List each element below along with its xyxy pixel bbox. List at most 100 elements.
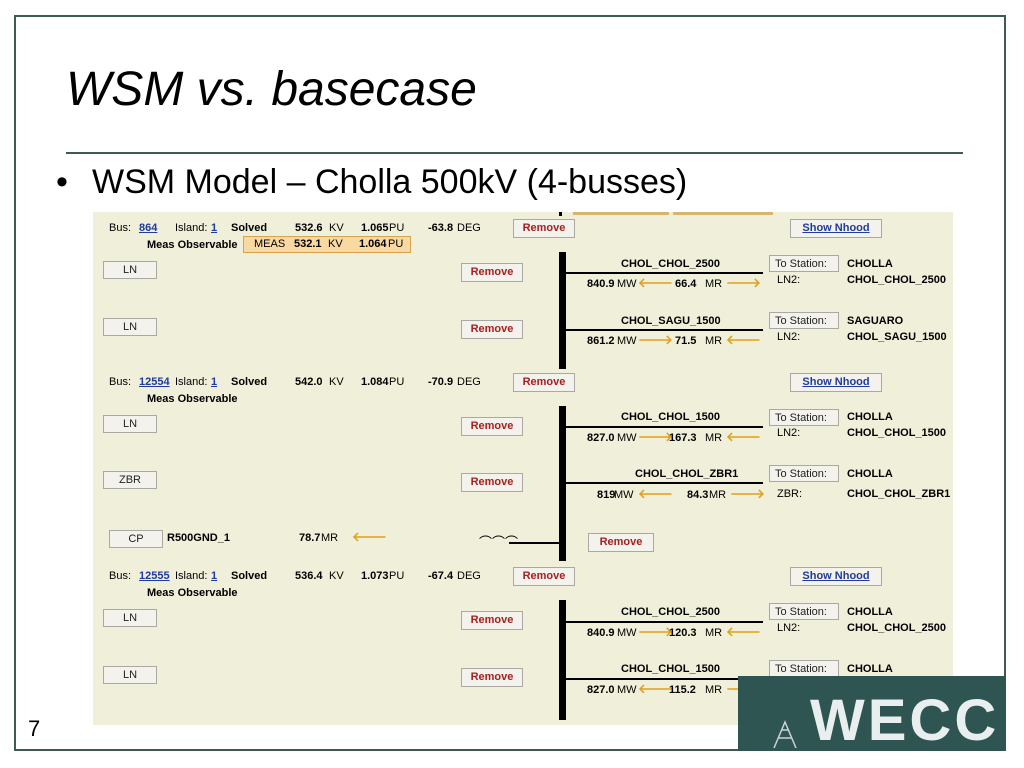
arrow-right-icon: 🡒 — [726, 275, 761, 290]
remove-branch-button[interactable]: Remove — [461, 668, 523, 687]
branch-type-button[interactable]: ZBR — [103, 471, 157, 489]
remove-branch-button[interactable]: Remove — [461, 611, 523, 630]
observability-status: Meas Observable — [147, 239, 238, 251]
show-nhood-button[interactable]: Show Nhood — [790, 373, 882, 392]
branch-name: CHOL_CHOL_1500 — [621, 411, 721, 423]
island-label: Island: — [175, 376, 208, 388]
meas-kv-value: 532.1 — [294, 238, 322, 250]
to-station-button[interactable]: To Station: — [769, 255, 839, 272]
mr-unit: MR — [709, 489, 727, 501]
branch-kind-label: LN2: — [777, 274, 801, 286]
reactor-coil-icon: ⌒⌒⌒ — [479, 535, 519, 550]
bus-angle-value: -67.4 — [428, 570, 454, 582]
solve-status: Solved — [231, 570, 268, 582]
bus-number-link[interactable]: 12554 — [139, 376, 170, 388]
island-number-link[interactable]: 1 — [211, 376, 218, 388]
mr-value: 84.3 — [687, 489, 709, 501]
branch-kind-label: LN2: — [777, 331, 801, 343]
arrow-left-icon: 🡐 — [726, 624, 761, 639]
remove-bus-button[interactable]: Remove — [513, 567, 575, 586]
station-name: CHOLLA — [847, 468, 893, 480]
branch-name: CHOL_CHOL_2500 — [621, 606, 721, 618]
meas-pu-value: 1.064 — [359, 238, 387, 250]
to-station-button[interactable]: To Station: — [769, 660, 839, 677]
cp-type-button[interactable]: CP — [109, 530, 163, 548]
bus-number-link[interactable]: 864 — [139, 222, 158, 234]
mw-value: 819 — [597, 489, 616, 501]
branch-id: CHOL_SAGU_1500 — [847, 331, 947, 343]
branch-type-button[interactable]: LN — [103, 318, 157, 336]
mw-value: 827.0 — [587, 432, 615, 444]
remove-branch-button[interactable]: Remove — [461, 320, 523, 339]
cp-name: R500GND_1 — [167, 532, 230, 544]
mw-value: 827.0 — [587, 684, 615, 696]
island-number-link[interactable]: 1 — [211, 570, 218, 582]
branch-type-button[interactable]: LN — [103, 261, 157, 279]
arrow-right-icon: 🡒 — [638, 429, 673, 444]
page-number: 7 — [28, 716, 41, 741]
mr-unit: MR — [705, 432, 723, 444]
mw-value: 840.9 — [587, 278, 615, 290]
station-name: CHOLLA — [847, 663, 893, 675]
kv-unit: KV — [328, 238, 343, 250]
branch-id: CHOL_CHOL_1500 — [847, 427, 947, 439]
mw-unit: MW — [617, 432, 637, 444]
reactor-line — [509, 542, 561, 544]
station-name: SAGUARO — [847, 315, 904, 327]
branch-line — [563, 621, 763, 623]
show-nhood-button[interactable]: Show Nhood — [790, 567, 882, 586]
remove-branch-button[interactable]: Remove — [461, 417, 523, 436]
to-station-button[interactable]: To Station: — [769, 465, 839, 482]
mw-value: 861.2 — [587, 335, 615, 347]
remove-branch-button[interactable]: Remove — [461, 263, 523, 282]
branch-type-button[interactable]: LN — [103, 666, 157, 684]
bus-pu-value: 1.084 — [361, 376, 389, 388]
bus-kv-value: 536.4 — [295, 570, 323, 582]
bus-kv-value: 542.0 — [295, 376, 323, 388]
bus-number-link[interactable]: 12555 — [139, 570, 170, 582]
toolbar-stub — [673, 212, 773, 215]
mw-unit: MW — [617, 627, 637, 639]
mw-value: 840.9 — [587, 627, 615, 639]
bus-label: Bus: — [109, 570, 132, 582]
mr-value: 115.2 — [669, 684, 696, 696]
remove-branch-button[interactable]: Remove — [461, 473, 523, 492]
mr-unit: MR — [705, 684, 723, 696]
branch-id: CHOL_CHOL_2500 — [847, 622, 947, 634]
mr-unit: MR — [705, 335, 723, 347]
deg-unit: DEG — [457, 222, 481, 234]
remove-bus-button[interactable]: Remove — [513, 373, 575, 392]
remove-cp-button[interactable]: Remove — [588, 533, 654, 552]
mr-value: 66.4 — [675, 278, 697, 290]
mr-unit: MR — [705, 278, 723, 290]
kv-unit: KV — [329, 376, 344, 388]
remove-bus-button[interactable]: Remove — [513, 219, 575, 238]
pu-unit: PU — [389, 570, 405, 582]
bus-angle-value: -63.8 — [428, 222, 454, 234]
branch-id: CHOL_CHOL_2500 — [847, 274, 947, 286]
observability-status: Meas Observable — [147, 393, 238, 405]
island-number-link[interactable]: 1 — [211, 222, 218, 234]
branch-name: CHOL_CHOL_2500 — [621, 258, 721, 270]
to-station-button[interactable]: To Station: — [769, 603, 839, 620]
arrow-left-icon: 🡐 — [726, 332, 761, 347]
observability-status: Meas Observable — [147, 587, 238, 599]
arrow-left-icon: 🡐 — [638, 275, 673, 290]
toolbar-stub — [573, 212, 669, 215]
branch-type-button[interactable]: LN — [103, 415, 157, 433]
deg-unit: DEG — [457, 376, 481, 388]
to-station-button[interactable]: To Station: — [769, 312, 839, 329]
arrow-left-icon: 🡐 — [726, 429, 761, 444]
island-label: Island: — [175, 570, 208, 582]
bus-bar-stub — [559, 212, 562, 216]
bullet-item: •WSM Model – Cholla 500kV (4-busses) — [56, 163, 687, 202]
station-name: CHOLLA — [847, 258, 893, 270]
show-nhood-button[interactable]: Show Nhood — [790, 219, 882, 238]
slide-title: WSM vs. basecase — [66, 63, 477, 116]
measurement-box: MEAS 532.1 KV 1.064 PU — [243, 236, 411, 253]
kv-unit: KV — [329, 570, 344, 582]
transmission-tower-icon — [773, 720, 797, 748]
to-station-button[interactable]: To Station: — [769, 409, 839, 426]
branch-type-button[interactable]: LN — [103, 609, 157, 627]
branch-name: CHOL_CHOL_ZBR1 — [635, 468, 739, 480]
